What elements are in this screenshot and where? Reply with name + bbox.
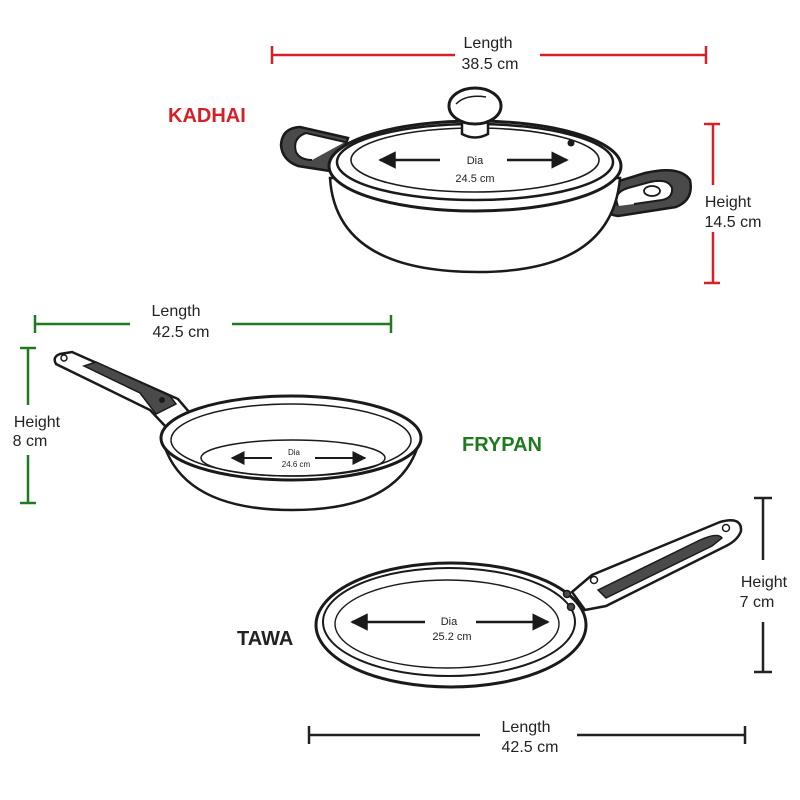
tawa-height-value: 7 cm <box>740 594 775 611</box>
frypan-length-value: 42.5 cm <box>153 324 210 341</box>
tawa-illustration <box>314 519 743 689</box>
tawa-height-dimension <box>754 496 772 674</box>
kadhai-illustration <box>279 86 692 274</box>
frypan-illustration <box>53 350 423 512</box>
kadhai-length-label: Length <box>464 35 513 52</box>
tawa-group: TAWA Height 7 cm Length 42.5 cm <box>237 496 788 756</box>
frypan-handle <box>53 350 192 429</box>
frypan-dia-label: Dia <box>288 448 301 457</box>
tawa-length-value: 42.5 cm <box>502 739 559 756</box>
kadhai-title: KADHAI <box>168 105 246 127</box>
kadhai-height-dimension <box>704 122 720 285</box>
kadhai-height-value: 14.5 cm <box>705 214 762 231</box>
kadhai-height-label: Height <box>705 194 752 211</box>
tawa-dia-value: 25.2 cm <box>432 631 471 643</box>
frypan-height-dimension <box>20 346 36 505</box>
kadhai-lid-knob <box>447 86 503 126</box>
frypan-group: Length 42.5 cm Height 8 cm FRYPAN <box>13 303 542 512</box>
kadhai-length-value: 38.5 cm <box>462 56 519 73</box>
frypan-length-label: Length <box>152 303 201 320</box>
tawa-height-label: Height <box>741 574 788 591</box>
kadhai-dia-value: 24.5 cm <box>455 173 494 185</box>
tawa-dia-label: Dia <box>441 616 458 628</box>
frypan-height-value: 8 cm <box>13 433 48 450</box>
tawa-length-label: Length <box>502 719 551 736</box>
tawa-body <box>314 561 588 689</box>
kadhai-dia-label: Dia <box>467 155 484 167</box>
frypan-title: FRYPAN <box>462 434 542 456</box>
frypan-dia-value: 24.6 cm <box>282 460 311 469</box>
kadhai-group: Length 38.5 cm KADHAI Height 14.5 cm <box>168 35 762 285</box>
kadhai-length-dimension <box>270 46 708 64</box>
frypan-length-dimension <box>33 315 393 333</box>
frypan-height-label: Height <box>14 414 61 431</box>
tawa-title: TAWA <box>237 628 293 650</box>
tawa-length-dimension <box>307 726 747 744</box>
